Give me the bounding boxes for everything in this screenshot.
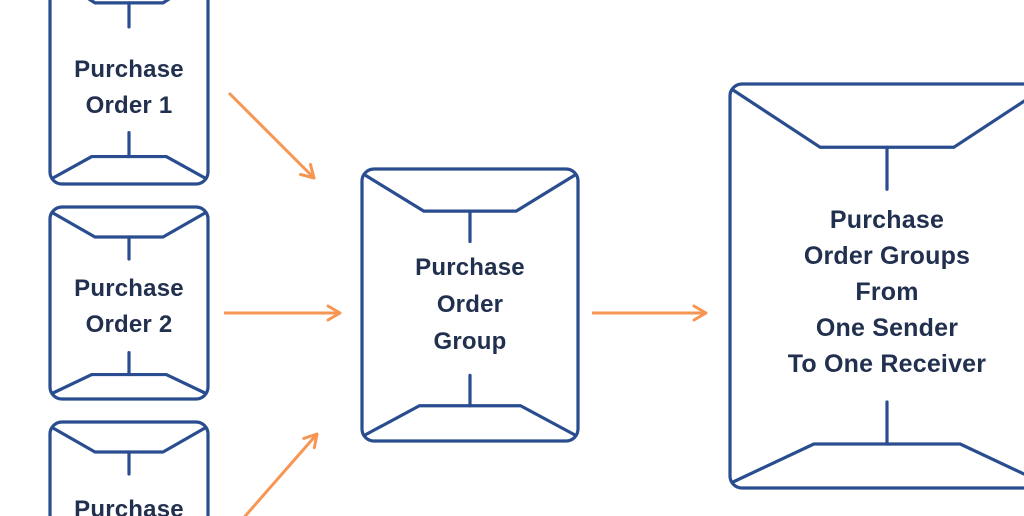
- label-line: To One Receiver: [787, 350, 987, 378]
- label-line: Purchase: [74, 275, 184, 302]
- label-line: From: [855, 278, 919, 306]
- envelope-icon: [728, 82, 1024, 490]
- node-purchase-order-1: Purchase Order 1: [48, 0, 210, 186]
- envelope-icon: [48, 205, 210, 401]
- label-line: Order 1: [85, 92, 173, 119]
- arrow-icon-po3-to-group: [243, 432, 319, 516]
- envelope-icon: [360, 167, 580, 443]
- label-line: Order: [436, 291, 504, 318]
- label-line: Purchase: [74, 496, 184, 516]
- node-purchase-order-3-label: Purchase: [48, 492, 210, 516]
- node-purchase-order-2: Purchase Order 2: [48, 205, 210, 401]
- label-line: One Sender: [815, 314, 959, 342]
- node-purchase-order-groups-result-label: Purchase Order Groups From One Sender To…: [728, 202, 1024, 382]
- node-purchase-order-1-label: Purchase Order 1: [48, 52, 210, 124]
- label-line: Order 2: [85, 311, 173, 338]
- label-line: Order Groups: [803, 242, 971, 270]
- envelope-icon: [48, 420, 210, 516]
- node-purchase-order-group-label: Purchase Order Group: [360, 249, 580, 360]
- envelope-icon: [48, 0, 210, 186]
- node-purchase-order-group: Purchase Order Group: [360, 167, 580, 443]
- arrow-icon-po1-to-group: [227, 91, 316, 180]
- node-purchase-order-groups-result: Purchase Order Groups From One Sender To…: [728, 82, 1024, 490]
- label-line: Group: [433, 328, 507, 355]
- node-purchase-order-3: Purchase: [48, 420, 210, 516]
- label-line: Purchase: [415, 254, 525, 281]
- label-line: Purchase: [74, 56, 184, 83]
- label-line: Purchase: [829, 206, 945, 234]
- node-purchase-order-2-label: Purchase Order 2: [48, 271, 210, 343]
